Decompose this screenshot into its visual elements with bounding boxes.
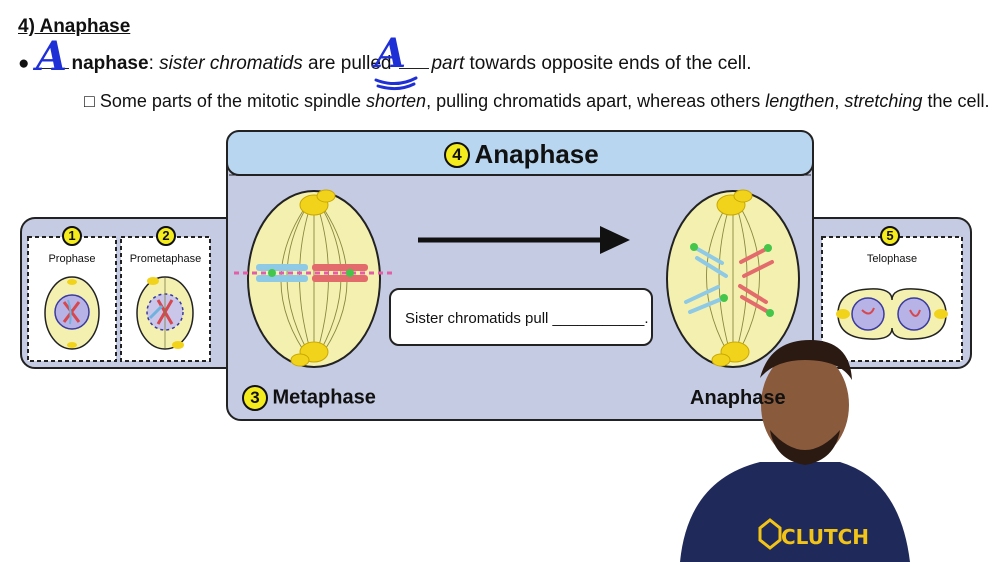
blank-1 [35,54,70,69]
colon: : [148,53,154,74]
metaphase-label: Metaphase [272,386,376,409]
telophase-cells [836,288,948,340]
text-towards: towards opposite ends of the cell. [469,53,752,74]
term-sister-chromatids: sister chromatids [159,53,303,74]
shirt-logo: CLUTCH [781,525,870,549]
handwritten-a-2: A [375,30,407,77]
term-anaphase: naphase [71,53,149,74]
arrow-right-icon [418,226,630,254]
telophase-label: Telophase [866,253,918,265]
anaphase-cell [666,189,800,368]
sub-point-line: □ Some parts of the mitotic spindle shor… [84,91,989,112]
comma: , [834,91,840,111]
term-stretching: stretching [844,91,923,111]
banner-title-text: Anaphase [474,139,599,169]
term-shorten: shorten [366,91,427,111]
step-3-badge: 3 [242,385,268,411]
blank-2 [399,54,430,69]
definition-line: ● naphase: sister chromatids are pulled pa… [18,53,752,75]
text-are-pulled: are pulled [308,53,392,74]
text-pulling: , pulling chromatids apart, whereas othe… [426,91,761,111]
step-2-badge: 2 [156,226,176,246]
metaphase-caption: 3 Metaphase [242,385,376,411]
metaphase-cell [234,189,392,368]
sub-bullet: □ [84,91,95,111]
step-5-badge: 5 [880,226,900,246]
prometaphase-cell [136,276,194,350]
handwritten-a-1: A [36,33,68,80]
step-1-badge: 1 [62,226,82,246]
anaphase-label: Anaphase [690,387,786,409]
banner-title: 4 Anaphase [444,139,599,170]
telophase-panel: 5 Telophase [822,226,962,266]
prometaphase-label: Prometaphase [129,253,202,265]
prometaphase-panel: 2 Prometaphase [121,226,210,266]
step-4-badge: 4 [444,141,470,168]
term-lengthen: lengthen [765,91,835,111]
prophase-cell [44,276,100,350]
handwritten-underline [374,76,418,91]
prophase-label: Prophase [48,253,96,265]
section-heading: 4) Anaphase [18,16,131,37]
text-the-cell: the cell. [927,91,990,111]
presenter [680,340,910,562]
answer-box: Sister chromatids pull ___________. [389,288,653,346]
prophase-panel: 1 Prophase [28,226,116,266]
bullet: ● [18,53,30,74]
term-part: part [431,53,465,74]
text-spindle: Some parts of the mitotic spindle [99,91,362,111]
